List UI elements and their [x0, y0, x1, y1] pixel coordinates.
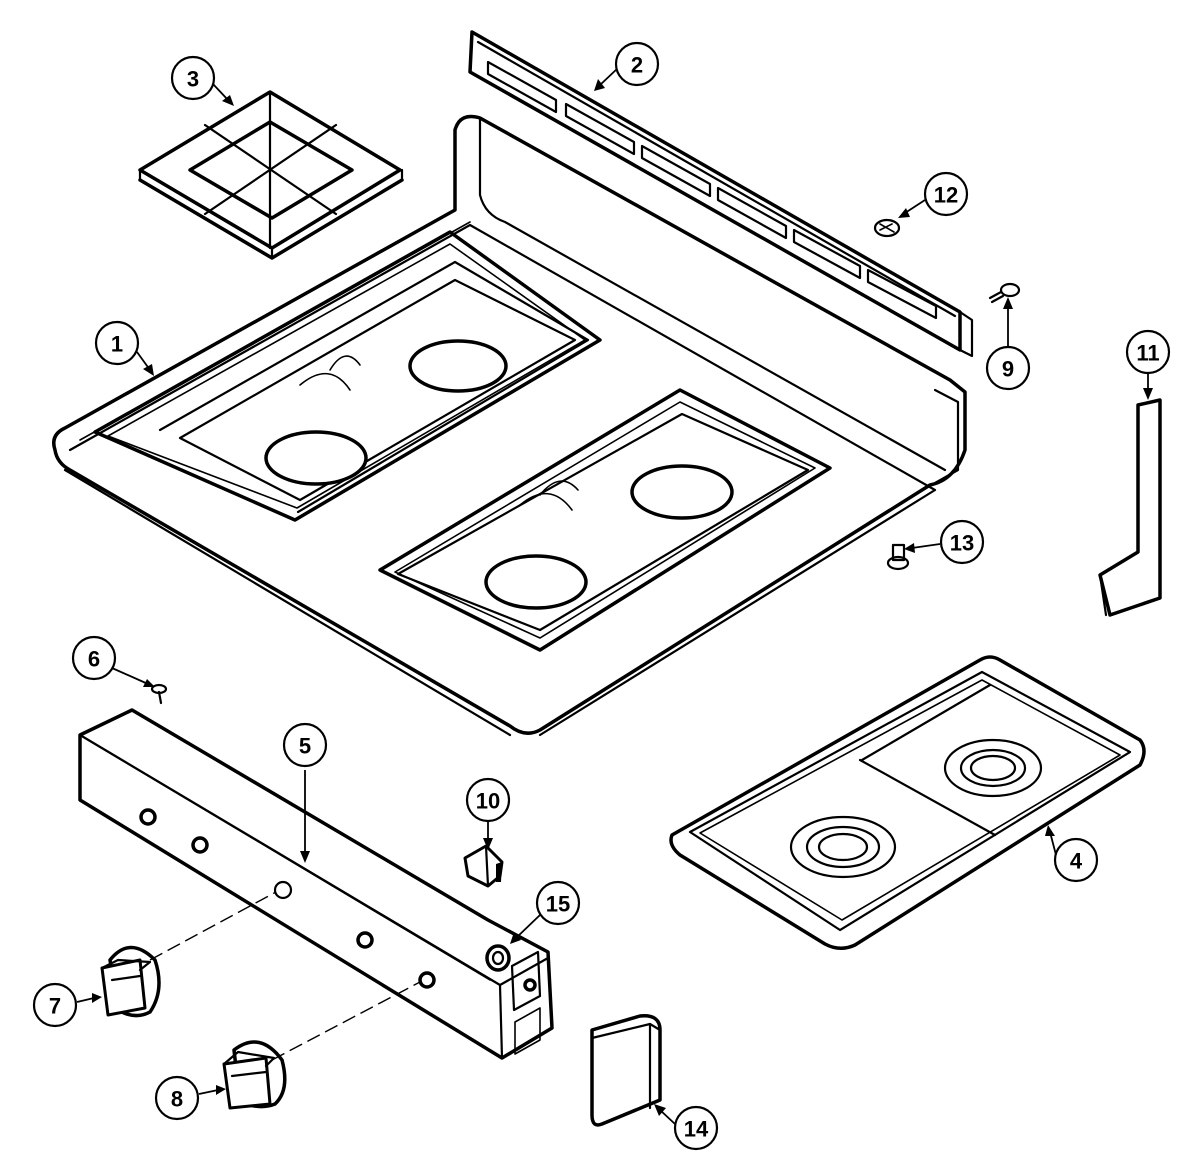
cooktop-main-part: [52, 114, 967, 737]
trim-strip-part: [1098, 398, 1162, 617]
callout-4: 4: [1053, 837, 1099, 883]
callout-1: 1: [94, 320, 140, 366]
burner-opening: [630, 464, 734, 520]
manifold-panel-part: [78, 708, 554, 1060]
svg-text:6: 6: [88, 647, 100, 672]
svg-text:14: 14: [684, 1117, 709, 1142]
svg-text:15: 15: [546, 892, 570, 917]
vent-strip-part: [468, 30, 974, 358]
callout-13: 13: [939, 519, 985, 565]
svg-text:5: 5: [299, 734, 311, 759]
gasket-part: [485, 944, 511, 972]
svg-text:11: 11: [1136, 341, 1159, 366]
callout-2: 2: [614, 41, 660, 87]
callout-11: 11: [1125, 329, 1171, 375]
knob-7-part: [100, 945, 161, 1018]
burner-opening: [484, 554, 588, 610]
small-screw-part: [150, 683, 168, 705]
burner-opening: [408, 339, 508, 393]
callout-7: 7: [32, 982, 78, 1028]
callout-10: 10: [465, 777, 511, 823]
callouts: 1 2 3 4 5: [32, 41, 1171, 1151]
callout-12: 12: [923, 171, 969, 217]
burner-grate-part: [138, 90, 404, 260]
svg-text:10: 10: [476, 789, 500, 814]
svg-text:4: 4: [1070, 849, 1083, 874]
svg-text:1: 1: [111, 332, 123, 357]
clip-part: [873, 218, 901, 238]
burner-opening: [264, 430, 368, 486]
igniter-switch-part: [463, 844, 504, 888]
drip-pan-part: [669, 655, 1146, 950]
callout-15: 15: [535, 880, 581, 926]
callout-3: 3: [170, 55, 216, 101]
svg-text:9: 9: [1002, 357, 1014, 382]
fastener-part: [886, 543, 910, 571]
vent-slots: [486, 60, 938, 320]
svg-text:2: 2: [631, 53, 643, 78]
callout-9: 9: [985, 345, 1031, 391]
svg-text:3: 3: [187, 67, 199, 92]
screw-part: [988, 282, 1021, 304]
callout-14: 14: [673, 1105, 719, 1151]
svg-text:13: 13: [950, 531, 974, 556]
svg-text:7: 7: [49, 994, 61, 1019]
callout-6: 6: [71, 635, 117, 681]
svg-text:12: 12: [934, 183, 958, 208]
callout-8: 8: [154, 1075, 200, 1121]
callout-5: 5: [282, 722, 328, 768]
cap-block-part: [590, 1014, 662, 1127]
svg-text:8: 8: [171, 1087, 183, 1112]
knob-8-part: [222, 1040, 287, 1110]
